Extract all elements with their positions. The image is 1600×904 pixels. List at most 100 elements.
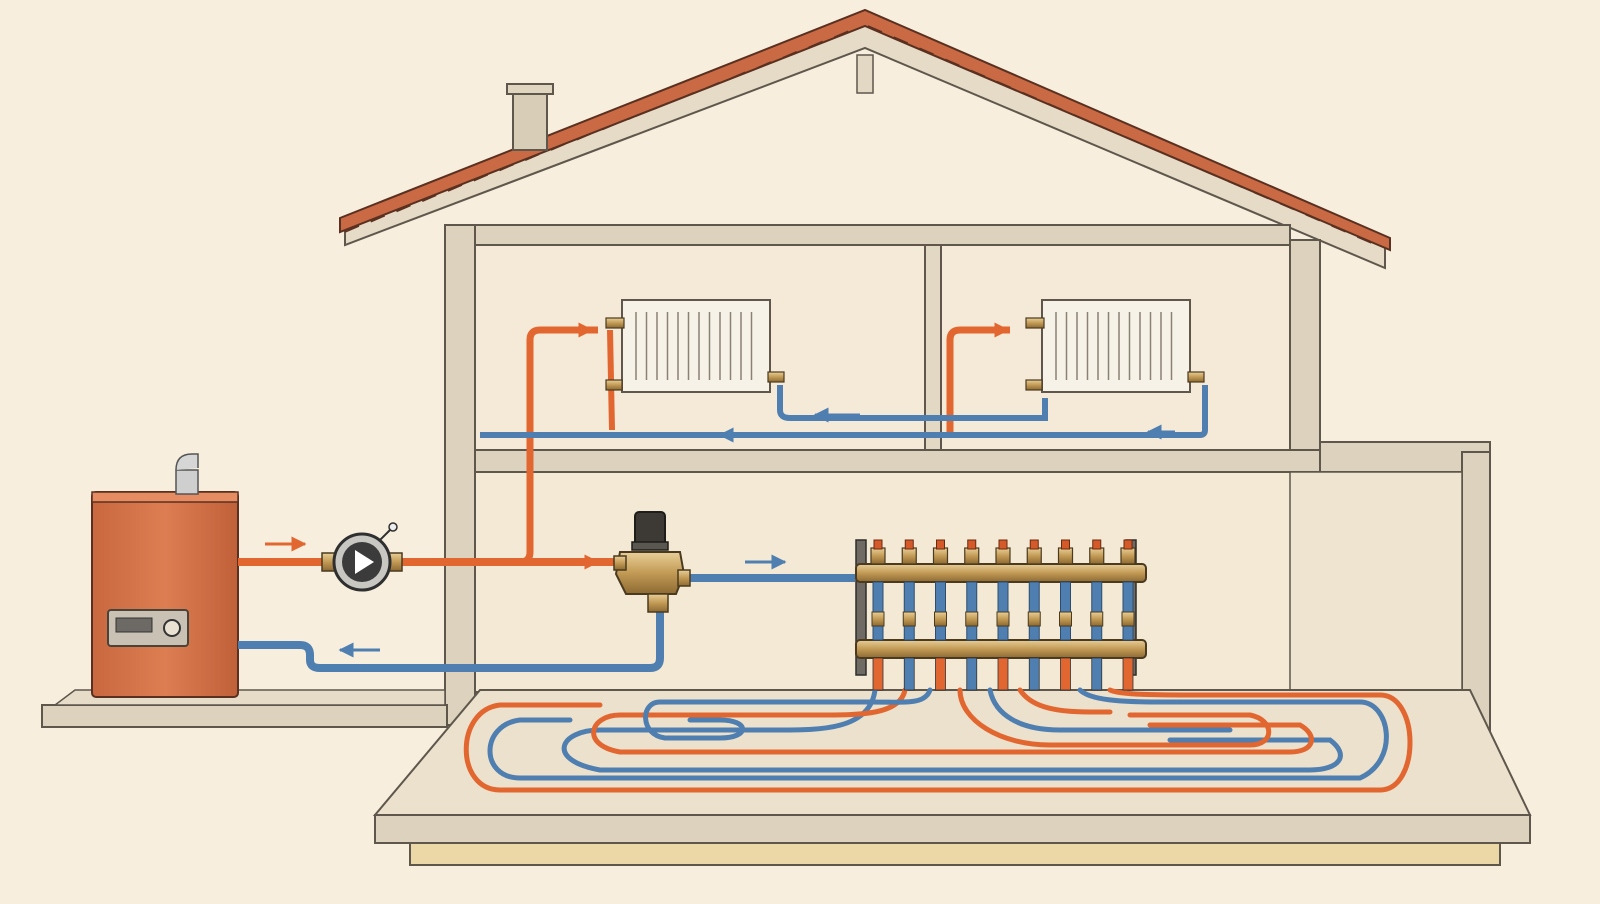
manifold-port-cap (936, 539, 945, 550)
manifold-port-fitting (1027, 611, 1041, 627)
manifold-supply-bar (855, 563, 1147, 583)
manifold-return-bar (855, 639, 1147, 659)
boiler (91, 453, 239, 698)
play-icon (355, 550, 374, 574)
roof-tile (1202, 169, 1218, 177)
roof-tile (1073, 114, 1089, 122)
roof-tile (730, 71, 746, 79)
manifold-port-fitting (1121, 611, 1135, 627)
manifold-port-cap (1061, 539, 1070, 550)
manifold-port-valve (870, 547, 886, 565)
roof-tile (679, 92, 695, 100)
mixing-valve (613, 511, 691, 613)
radiator-left (605, 299, 785, 393)
cold-return-pipes (238, 385, 1208, 672)
roof-tile (370, 215, 386, 223)
boiler-dial-icon (163, 619, 181, 637)
manifold-port-fitting (902, 611, 916, 627)
manifold-port-fitting (871, 611, 885, 627)
manifold (855, 539, 1147, 691)
roof-tile (576, 133, 592, 141)
manifold-port-valve (1057, 547, 1074, 565)
manifold-outlet (1060, 657, 1071, 691)
roof-tile (833, 30, 849, 38)
manifold-ports (870, 539, 1136, 691)
roof-tile (1356, 236, 1372, 244)
manifold-port-valve (995, 547, 1011, 565)
roof-tile (1125, 136, 1140, 144)
roof-tile (1253, 191, 1269, 200)
manifold-port-fitting (996, 611, 1010, 627)
manifold-port-valve (901, 547, 917, 565)
manifold-port-pipe (1091, 581, 1103, 641)
manifold-port-fitting (1059, 611, 1072, 627)
roof-tile (499, 163, 514, 172)
manifold-port-cap (873, 539, 883, 550)
manifold-port-pipe (903, 581, 915, 641)
radiator-icon (1041, 299, 1191, 393)
manifold-outlet (966, 657, 978, 691)
roof-tile (627, 112, 643, 120)
manifold-outlet (935, 657, 946, 691)
manifold-port-valve (964, 547, 980, 565)
roof-tile (344, 225, 360, 233)
roof-tile (1150, 147, 1166, 155)
manifold-port-valve (1089, 547, 1105, 565)
house-roof (339, 8, 1391, 270)
roof-tile (421, 194, 437, 202)
roof-tiles (344, 25, 1372, 244)
roof-tile (808, 40, 823, 49)
roof-tile (1047, 103, 1063, 111)
manifold-port-pipe (997, 581, 1009, 641)
roof-tile (1279, 202, 1295, 211)
manifold-outlet (903, 657, 915, 691)
manifold-port-pipe (935, 581, 946, 641)
manifold-port-valve (932, 547, 949, 565)
manifold-port-fitting (965, 611, 979, 627)
roof-tile (919, 47, 934, 55)
roof-tile (1228, 180, 1243, 189)
manifold-port-valve (1026, 547, 1042, 565)
manifold-port-pipe (872, 581, 884, 641)
roof-tile (653, 102, 669, 110)
manifold-port-pipe (966, 581, 978, 641)
circulation-pump (321, 522, 403, 592)
manifold-outlet (1028, 657, 1040, 691)
roof-tile (970, 69, 986, 78)
manifold-port-pipe (1028, 581, 1040, 641)
manifold-port-cap (998, 539, 1008, 550)
manifold-port-cap (904, 539, 914, 550)
manifold-outlet (1122, 657, 1134, 691)
roof-tile (705, 81, 720, 90)
roof-tile (524, 153, 540, 161)
manifold-port-fitting (934, 611, 947, 627)
manifold-port-pipe (1060, 581, 1071, 641)
roof-tile (1099, 125, 1115, 133)
roof-tile (1022, 91, 1037, 100)
radiator-right (1025, 299, 1205, 393)
roof-tile (1331, 225, 1346, 233)
roof-tile (447, 184, 463, 192)
chimney (512, 87, 548, 151)
roof-tile (473, 174, 489, 182)
roof-tile (996, 80, 1012, 89)
roof-tile (1305, 214, 1321, 222)
manifold-port-cap (1029, 539, 1039, 550)
roof-tile (1176, 158, 1192, 166)
roof-tile (782, 51, 798, 59)
flow-arrows (265, 322, 1175, 658)
manifold-port-cap (1123, 539, 1133, 550)
flue-pipe (175, 469, 199, 495)
roof-tile (756, 61, 772, 69)
roof-tile (602, 122, 617, 131)
manifold-outlet (1091, 657, 1103, 691)
roof-tile (396, 204, 411, 213)
manifold-port-cap (967, 539, 977, 550)
manifold-port-valve (1120, 547, 1136, 565)
manifold-outlet (872, 657, 884, 691)
roof-tile (893, 36, 909, 44)
roof-tile (867, 25, 883, 33)
manifold-port-fitting (1090, 611, 1104, 627)
